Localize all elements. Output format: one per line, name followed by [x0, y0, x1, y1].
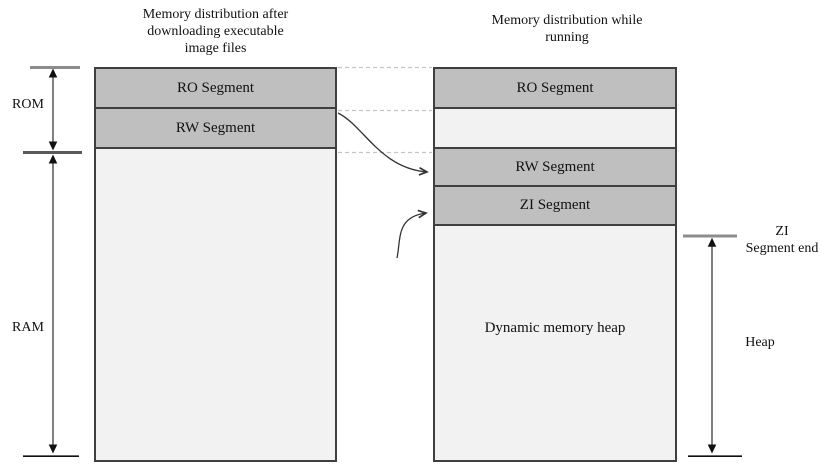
ram-arrowhead-up-icon [48, 154, 58, 164]
rom-arrowhead-up-icon [48, 68, 58, 78]
left-title-line-3: image files [184, 41, 247, 56]
left-column-title: Memory distribution after downloading ex… [105, 6, 326, 57]
left-title-line-2: downloading executable [147, 24, 284, 39]
rw-copy-arrow-icon [337, 112, 427, 172]
rw-segment-left: RW Segment [96, 109, 335, 149]
memory-column-after-download: RO Segment RW Segment [94, 67, 337, 462]
zi-segment-end-label: ZI Segment end [738, 223, 826, 257]
right-title-line-1: Memory distribution while [491, 13, 643, 28]
right-title-line-2: running [545, 30, 589, 45]
ro-segment-right: RO Segment [435, 69, 675, 109]
zi-end-line-1: ZI [775, 224, 789, 239]
dynamic-heap-region: Dynamic memory heap [435, 226, 675, 460]
heap-label: Heap [745, 335, 775, 350]
rom-arrowhead-down-icon [48, 141, 58, 151]
zi-end-line-2: Segment end [745, 241, 819, 256]
unused-ram-region-left [96, 149, 335, 460]
ram-arrowhead-down-icon [48, 444, 58, 454]
ro-segment-left: RO Segment [96, 69, 335, 109]
dynamic-heap-label: Dynamic memory heap [484, 320, 626, 336]
memory-column-running: RO Segment RW Segment ZI Segment Dynamic… [433, 67, 677, 462]
rw-segment-right: RW Segment [435, 149, 675, 187]
zi-segment-right: ZI Segment [435, 187, 675, 226]
right-column-title: Memory distribution while running [457, 12, 677, 46]
zi-init-arrow-icon [396, 213, 426, 259]
left-title-line-1: Memory distribution after [142, 7, 289, 22]
heap-arrowhead-down-icon [707, 444, 717, 454]
ram-label: RAM [12, 320, 44, 335]
rom-label: ROM [12, 97, 44, 112]
heap-arrowhead-up-icon [707, 237, 717, 247]
gap-region-right [435, 109, 675, 149]
